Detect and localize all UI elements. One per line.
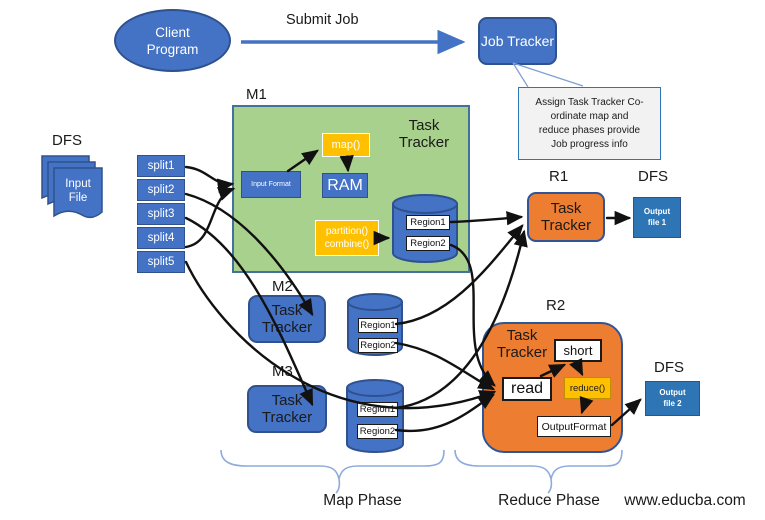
- arrow-split5-read: [184, 260, 497, 410]
- input-format-node: Input Format: [241, 171, 301, 198]
- job-tracker-node: Job Tracker: [478, 17, 557, 65]
- reduce-node: reduce(): [564, 377, 611, 399]
- reduce-phase-label: Reduce Phase: [498, 492, 600, 509]
- split-item: split2: [137, 179, 185, 201]
- map-phase-brace-tail: [335, 478, 341, 494]
- m3-title: Task Tracker: [261, 392, 313, 426]
- split-item: split4: [137, 227, 185, 249]
- m3-task-tracker-node: Task Tracker: [247, 385, 327, 433]
- submit-job-label: Submit Job: [286, 12, 359, 28]
- cyl3-region1-node: Region1: [357, 402, 398, 417]
- split-item: split3: [137, 203, 185, 225]
- client-program-node: Client Program: [114, 9, 231, 72]
- r1-title: Task Tracker: [540, 200, 592, 234]
- map-node: map(): [322, 133, 370, 157]
- r2-title: Task Tracker: [496, 327, 548, 361]
- r1-task-tracker-node: Task Tracker: [527, 192, 605, 242]
- r1-dfs-label: DFS: [638, 168, 668, 185]
- phase-braces: [220, 449, 623, 494]
- callout-line: Assign Task Tracker Co-: [535, 97, 644, 108]
- m1-title: Task Tracker: [398, 117, 450, 151]
- r1-label: R1: [549, 168, 569, 185]
- map-phase-label: Map Phase: [323, 492, 402, 509]
- job-tracker-label: Job Tracker: [480, 33, 555, 49]
- cyl2-region2-node: Region2: [358, 338, 398, 353]
- map-phase-brace: [220, 449, 445, 480]
- arrow-m3region2-read: [394, 393, 495, 433]
- arrow-split4-inputformat: [184, 187, 236, 249]
- partition-combine-node: partition() combine(): [315, 220, 379, 256]
- m1-region1-node: Region1: [406, 215, 450, 230]
- output-file-2-label: Output file 2: [659, 387, 686, 408]
- callout-line: Job progress info: [551, 139, 628, 150]
- m2-title: Task Tracker: [261, 302, 313, 336]
- m2-label: M2: [272, 278, 293, 295]
- output-file-2-node: Output file 2: [645, 381, 700, 416]
- site-watermark: www.educba.com: [624, 492, 746, 509]
- r2-dfs-label: DFS: [654, 359, 684, 376]
- output-format-node: OutputFormat: [537, 416, 611, 437]
- m3-label: M3: [272, 363, 293, 380]
- output-file-1-node: Output file 1: [633, 197, 681, 238]
- output-file-1-label: Output file 1: [643, 206, 671, 227]
- short-node: short: [554, 339, 602, 362]
- callout-line: reduce phases provide: [538, 125, 641, 136]
- m2-task-tracker-node: Task Tracker: [248, 295, 326, 343]
- arrow-m2region2-read: [394, 341, 496, 391]
- split-item: split5: [137, 251, 185, 273]
- m1-region2-node: Region2: [406, 236, 450, 251]
- callout-pointer: [512, 62, 584, 88]
- input-file-label: Input File: [65, 178, 91, 204]
- r2-label: R2: [546, 297, 566, 314]
- split-item: split1: [137, 155, 185, 177]
- m1-label: M1: [246, 86, 267, 103]
- reduce-phase-brace: [454, 449, 623, 480]
- arrow-split1-inputformat: [184, 165, 235, 193]
- read-node: read: [502, 377, 552, 401]
- reduce-phase-brace-tail: [547, 478, 553, 494]
- job-tracker-callout: Assign Task Tracker Co- ordinate map and…: [518, 87, 661, 160]
- ram-node: RAM: [322, 173, 368, 198]
- cyl3-region2-node: Region2: [357, 424, 398, 439]
- callout-line: ordinate map and: [550, 111, 629, 122]
- client-program-label: Client Program: [146, 24, 199, 57]
- dfs-input-label: DFS: [52, 132, 82, 149]
- cyl2-region1-node: Region1: [358, 318, 398, 333]
